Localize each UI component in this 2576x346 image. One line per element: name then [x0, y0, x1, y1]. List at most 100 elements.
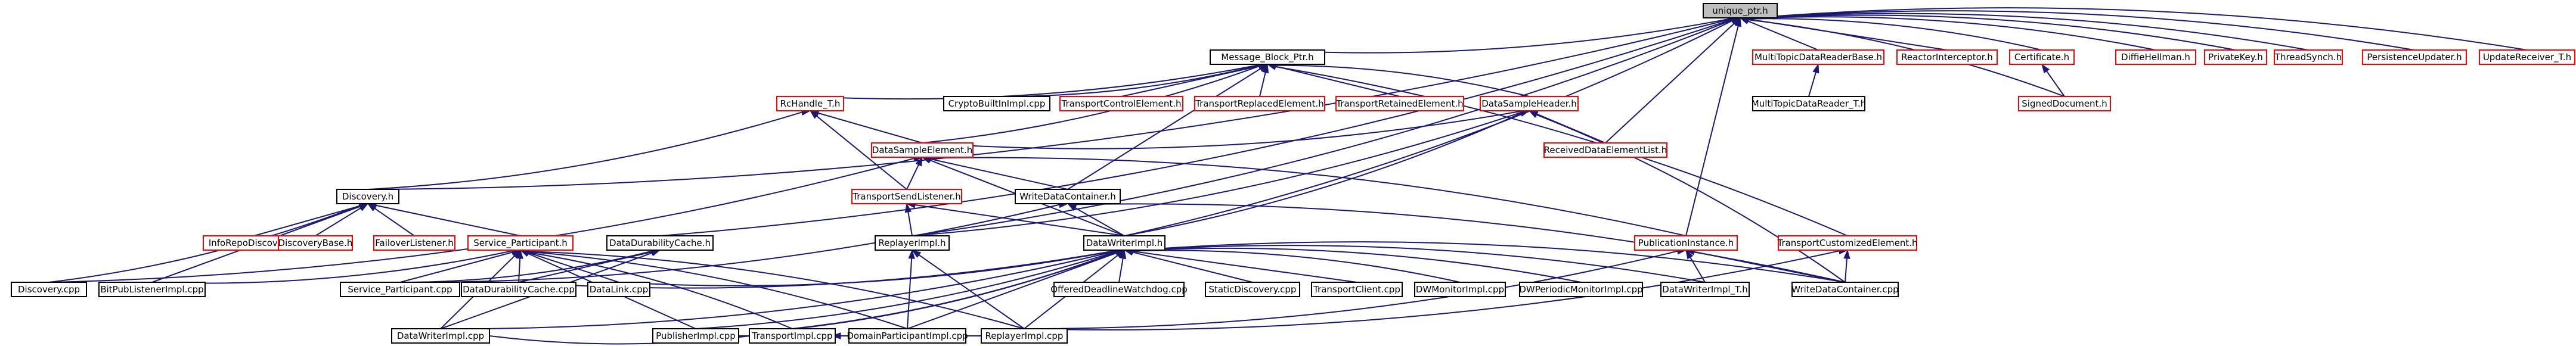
node-serviceparticipant[interactable]: Service_Participant.h	[467, 235, 574, 251]
node-message_block[interactable]: Message_Block_Ptr.h	[1210, 49, 1325, 65]
node-label-mtdrt: MultiTopicDataReader_T.h	[1752, 98, 1866, 110]
node-writedatacontainer[interactable]: WriteDataContainer.h	[1015, 189, 1121, 204]
node-dwperiodic[interactable]: DWPeriodicMonitorImpl.cpp	[1519, 282, 1643, 297]
edge-cryptobuiltin-to-message_block	[996, 64, 1260, 98]
node-box-serviceparticipant	[467, 235, 574, 251]
node-rchandle[interactable]: RcHandle_T.h	[776, 96, 844, 111]
node-discovery[interactable]: Discovery.h	[336, 189, 399, 204]
node-label-transportcustomized: TransportCustomizedElement.h	[1777, 238, 1917, 248]
node-box-updatereceiver	[2479, 49, 2575, 65]
node-datalink[interactable]: DataLink.cpp	[587, 282, 650, 297]
node-replayerimplh[interactable]: ReplayerImpl.h	[875, 235, 950, 251]
node-label-dwperiodic: DWPeriodicMonitorImpl.cpp	[1519, 284, 1642, 295]
node-transportreplaced[interactable]: TransportReplacedElement.h	[1194, 96, 1325, 111]
node-reactor[interactable]: ReactorInterceptor.h	[1896, 49, 1998, 65]
edge-inforepo-to-discovery	[253, 205, 360, 236]
node-box-datawriterimplh	[1083, 235, 1165, 251]
edge-domainparticipantcpp-to-datawriterimplh	[907, 252, 1117, 329]
edge-replayerimplcpp-to-transportcustomized	[1024, 250, 1840, 331]
edge-rchandle-to-message_block	[810, 64, 1260, 100]
node-label-datawriterimplt: DataWriterImpl_T.h	[1662, 284, 1747, 295]
node-label-datawriterimplh: DataWriterImpl.h	[1086, 238, 1163, 248]
node-discoverybase[interactable]: DiscoveryBase.h	[278, 235, 353, 251]
node-transportcontrol[interactable]: TransportControlElement.h	[1059, 96, 1183, 111]
edge-publicationinstance-to-datasampleelement	[930, 157, 1687, 236]
node-box-serviceparticipantcpp	[340, 282, 460, 297]
node-failover[interactable]: FailoverListener.h	[373, 235, 455, 251]
node-transportcustomized[interactable]: TransportCustomizedElement.h	[1777, 235, 1918, 251]
edge-transportcustomized-to-message_block	[1275, 66, 1848, 236]
node-mtdrt[interactable]: MultiTopicDataReader_T.h	[1752, 96, 1866, 111]
node-datawriterimplh[interactable]: DataWriterImpl.h	[1083, 235, 1165, 251]
edge-writedatacontainer-to-datasampleelement	[930, 158, 1068, 190]
node-datasampleheader[interactable]: DataSampleHeader.h	[1480, 96, 1579, 111]
node-mtdrb[interactable]: MultiTopicDataReaderBase.h	[1752, 49, 1884, 65]
node-box-diffie	[2115, 49, 2196, 65]
node-label-rchandle: RcHandle_T.h	[780, 98, 841, 110]
node-box-transportclient	[1311, 282, 1403, 297]
node-datawriterimplcpp[interactable]: DataWriterImpl.cpp	[391, 328, 490, 344]
node-box-persistence	[2362, 49, 2467, 65]
node-datawriterimplt[interactable]: DataWriterImpl_T.h	[1660, 282, 1750, 297]
node-cryptobuiltin[interactable]: CryptoBuiltInImpl.cpp	[943, 96, 1050, 111]
arrowhead-mtdrt-to-mtdrb	[1812, 63, 1819, 74]
node-label-transportreplaced: TransportReplacedElement.h	[1195, 98, 1324, 109]
edge-datasampleelement-to-datasampleheader	[922, 110, 1521, 149]
node-label-inforepo: InfoRepoDiscovery.h	[209, 238, 299, 248]
edge-dwmonitor-to-datawriterimplh	[1132, 250, 1461, 283]
arrowhead-transportsend-to-datasampleelement	[915, 156, 923, 167]
arrowhead-domainparticipantcpp-to-replayerimplh	[908, 249, 915, 259]
edge-datawriterimplh-to-writedatacontainer	[1074, 207, 1125, 236]
node-transportsend[interactable]: TransportSendListener.h	[851, 189, 962, 204]
edge-domainparticipantcpp-to-replayerimplh	[907, 258, 913, 329]
node-certificate[interactable]: Certificate.h	[2009, 49, 2075, 65]
edge-transportretained-to-message_block	[1275, 66, 1400, 97]
node-datadurabilityh[interactable]: DataDurabilityCache.h	[606, 235, 714, 251]
node-threadsynch[interactable]: ThreadSynch.h	[2274, 49, 2343, 65]
edge-mtdrb-to-unique_ptr	[1747, 20, 1819, 51]
node-label-receivedlist: ReceivedDataElementList.h	[1544, 145, 1667, 155]
node-label-privatekey: PrivateKey.h	[2208, 52, 2263, 63]
arrowhead-writedatacontainercpp-to-datasampleheader	[1528, 110, 1539, 118]
node-datasampleelement[interactable]: DataSampleElement.h	[871, 142, 974, 158]
node-box-unique_ptr	[1703, 3, 1778, 18]
edge-datalink-to-datawriterimplh	[618, 250, 1117, 286]
node-unique_ptr: unique_ptr.h	[1703, 3, 1778, 18]
node-label-writedatacontainer: WriteDataContainer.h	[1019, 191, 1116, 202]
node-box-writedatacontainer	[1015, 189, 1121, 204]
node-serviceparticipantcpp[interactable]: Service_Participant.cpp	[340, 282, 460, 297]
node-label-discoverycpp: Discovery.cpp	[18, 284, 80, 295]
node-box-receivedlist	[1543, 142, 1667, 158]
edge-replayerimplh-to-unique_ptr	[912, 19, 1732, 236]
node-diffie[interactable]: DiffieHellman.h	[2115, 49, 2196, 65]
node-domainparticipantcpp[interactable]: DomainParticipantImpl.cpp	[847, 328, 968, 344]
node-receivedlist[interactable]: ReceivedDataElementList.h	[1543, 142, 1667, 158]
node-box-datasampleelement	[871, 142, 974, 158]
node-publicationinstance[interactable]: PublicationInstance.h	[1634, 235, 1738, 251]
node-label-transportcontrol: TransportControlElement.h	[1061, 98, 1182, 109]
node-persistence[interactable]: PersistenceUpdater.h	[2362, 49, 2467, 65]
node-label-transportclient: TransportClient.cpp	[1313, 284, 1400, 295]
node-publisherimplcpp[interactable]: PublisherImpl.cpp	[652, 328, 739, 344]
edge-certificate-to-unique_ptr	[1748, 18, 2042, 51]
node-bitpub[interactable]: BitPubListenerImpl.cpp	[98, 282, 206, 297]
node-label-publicationinstance: PublicationInstance.h	[1638, 238, 1734, 248]
node-dwmonitor[interactable]: DWMonitorImpl.cpp	[1414, 282, 1506, 297]
node-discoverycpp[interactable]: Discovery.cpp	[11, 282, 87, 297]
node-updatereceiver[interactable]: UpdateReceiver_T.h	[2479, 49, 2575, 65]
node-transportimplcpp[interactable]: TransportImpl.cpp	[749, 328, 836, 344]
node-privatekey[interactable]: PrivateKey.h	[2204, 49, 2267, 65]
node-staticdiscovery[interactable]: StaticDiscovery.cpp	[1205, 282, 1300, 297]
node-replayerimplcpp[interactable]: ReplayerImpl.cpp	[981, 328, 1068, 344]
node-datadurabilitycpp[interactable]: DataDurabilityCache.cpp	[461, 282, 576, 297]
node-transportretained[interactable]: TransportRetainedElement.h	[1335, 96, 1464, 111]
edge-threadsynch-to-unique_ptr	[1748, 13, 2309, 51]
node-offeredwatchdog[interactable]: OfferedDeadlineWatchdog.cpp	[1050, 282, 1188, 297]
node-writedatacontainercpp[interactable]: WriteDataContainer.cpp	[1791, 282, 1899, 297]
node-label-serviceparticipantcpp: Service_Participant.cpp	[348, 284, 452, 295]
node-transportclient[interactable]: TransportClient.cpp	[1311, 282, 1403, 297]
edge-publisherimplcpp-to-datawriterimplh	[695, 251, 1117, 329]
node-signeddoc[interactable]: SignedDocument.h	[2018, 96, 2111, 111]
node-label-offeredwatchdog: OfferedDeadlineWatchdog.cpp	[1050, 284, 1188, 295]
